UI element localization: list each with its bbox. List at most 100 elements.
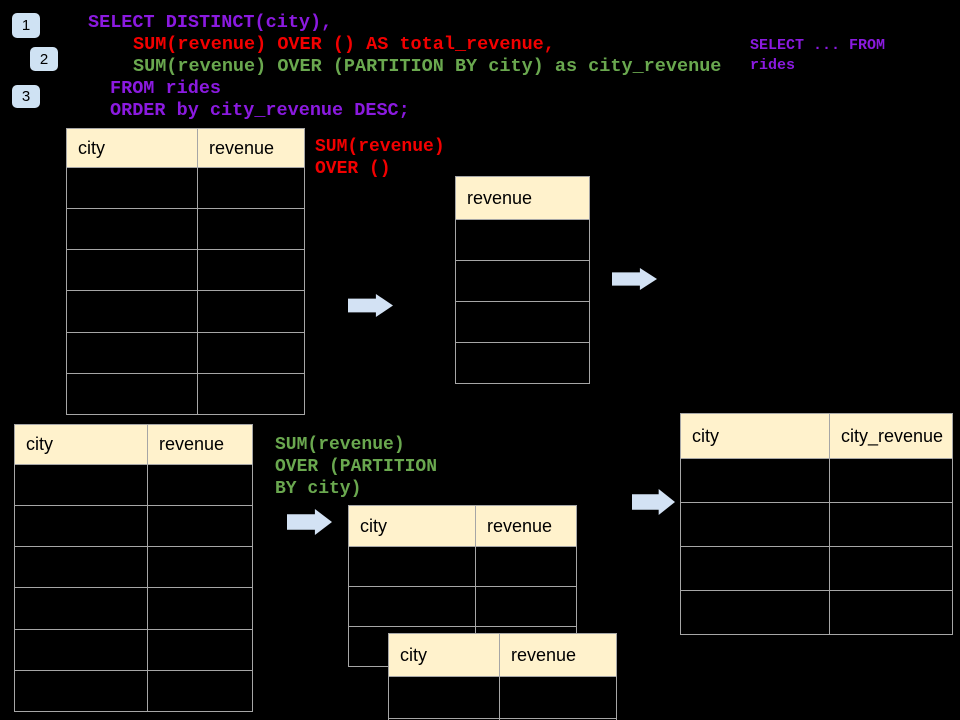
table-row <box>14 546 253 589</box>
column-header-revenue: revenue <box>455 176 590 220</box>
table-cell <box>499 676 617 719</box>
table-cell <box>197 249 305 292</box>
table-header-row: revenue <box>455 176 590 220</box>
table-cell <box>829 502 953 547</box>
right-arrow-icon <box>348 294 393 317</box>
table-row <box>680 458 953 503</box>
table-row <box>14 587 253 630</box>
table-cell <box>680 590 830 635</box>
table-cell <box>348 586 476 627</box>
column-header-city: city <box>14 424 148 465</box>
table-cell <box>455 219 590 261</box>
right-arrow-icon <box>612 268 657 290</box>
table-cell <box>499 717 617 720</box>
table-cell <box>66 290 198 333</box>
table-cell <box>680 458 830 503</box>
sql-line-from: FROM rides <box>110 78 222 99</box>
table-cell <box>14 628 148 671</box>
table-cell <box>475 546 577 587</box>
sql-line-select: SELECT DISTINCT(city), <box>88 12 333 33</box>
annotation-sum-over: SUM(revenue) OVER () <box>315 137 445 179</box>
right-arrow-icon <box>287 509 332 535</box>
table-cell <box>147 463 253 507</box>
table-cell <box>455 301 590 343</box>
sql-line-city-revenue: SUM(revenue) OVER (PARTITION BY city) as… <box>133 56 722 77</box>
right-arrow-icon <box>632 489 675 515</box>
table-cell <box>475 586 577 627</box>
table-total-revenue-result: revenue <box>455 176 590 384</box>
sql-line-total-revenue: SUM(revenue) OVER () AS total_revenue, <box>133 34 555 55</box>
table-header-row: city revenue <box>388 633 617 677</box>
table-cell <box>147 505 253 548</box>
table-cell <box>147 669 253 713</box>
sql-line-order-by: ORDER by city_revenue DESC; <box>110 100 410 121</box>
table-row <box>14 669 253 713</box>
table-header-row: city revenue <box>14 424 253 465</box>
table-cell <box>455 342 590 384</box>
column-header-city: city <box>66 128 198 168</box>
table-cell <box>66 249 198 292</box>
table-cell <box>680 546 830 591</box>
table-row <box>388 676 617 719</box>
table-cell <box>14 505 148 548</box>
table-row <box>455 219 590 261</box>
table-row <box>14 628 253 671</box>
table-cell <box>829 458 953 503</box>
table-row <box>680 590 953 635</box>
table-cell <box>829 590 953 635</box>
table-row <box>66 166 305 210</box>
column-header-revenue: revenue <box>499 633 617 677</box>
table-row <box>14 505 253 548</box>
table-cell <box>147 587 253 630</box>
table-row <box>66 331 305 374</box>
annotation-sum-over-partition: SUM(revenue) OVER (PARTITION BY city) <box>275 435 438 499</box>
table-cell <box>14 669 148 713</box>
table-cell <box>197 331 305 374</box>
side-note-select-from-rides: SELECT ... FROM rides <box>750 37 886 74</box>
table-cell <box>14 463 148 507</box>
column-header-revenue: revenue <box>197 128 305 168</box>
table-cell <box>197 208 305 251</box>
table-header-row: city revenue <box>348 505 577 547</box>
table-source-bottom: city revenue <box>14 424 253 713</box>
table-cell <box>455 260 590 302</box>
table-cell <box>388 676 500 719</box>
table-header-row: city city_revenue <box>680 413 953 459</box>
table-cell <box>348 546 476 587</box>
table-partition-overlay: city revenue <box>388 633 617 720</box>
table-cell <box>66 372 198 416</box>
table-cell <box>829 546 953 591</box>
step-badge-2: 2 <box>30 47 58 71</box>
table-cell <box>197 290 305 333</box>
table-cell <box>14 587 148 630</box>
step-badge-3: 3 <box>12 85 40 108</box>
table-row <box>680 546 953 591</box>
column-header-revenue: revenue <box>475 505 577 547</box>
table-cell <box>197 372 305 416</box>
table-row <box>455 260 590 302</box>
table-header-row: city revenue <box>66 128 305 168</box>
table-row <box>348 586 577 627</box>
table-row <box>66 208 305 251</box>
table-row <box>388 717 617 720</box>
table-source-top: city revenue <box>66 128 305 416</box>
table-city-revenue-result: city city_revenue <box>680 413 953 635</box>
table-cell <box>14 546 148 589</box>
table-row <box>455 342 590 384</box>
table-row <box>66 372 305 416</box>
table-cell <box>147 546 253 589</box>
column-header-city: city <box>388 633 500 677</box>
table-cell <box>66 208 198 251</box>
table-cell <box>66 331 198 374</box>
column-header-city: city <box>348 505 476 547</box>
table-cell <box>147 628 253 671</box>
table-row <box>66 290 305 333</box>
table-row <box>455 301 590 343</box>
table-cell <box>66 166 198 210</box>
table-row <box>14 463 253 507</box>
column-header-city-revenue: city_revenue <box>829 413 953 459</box>
table-cell <box>197 166 305 210</box>
column-header-revenue: revenue <box>147 424 253 465</box>
table-row <box>66 249 305 292</box>
